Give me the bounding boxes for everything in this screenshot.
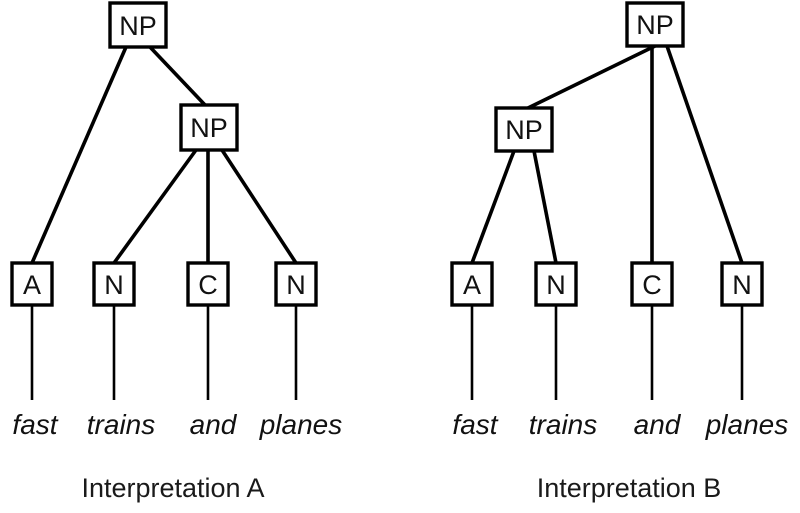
node-box-b-c bbox=[630, 261, 674, 307]
tree-edge-a-np-sub-to-a-n2 bbox=[220, 149, 298, 264]
tree-node-a-np-sub[interactable]: NP bbox=[179, 103, 239, 152]
terminal-word-a-word-trains: trains bbox=[87, 409, 155, 440]
node-label-a-n1: N bbox=[104, 270, 124, 300]
node-box-b-n1 bbox=[534, 261, 578, 307]
node-label-a-a: A bbox=[23, 270, 41, 300]
terminal-word-b-word-planes: planes bbox=[705, 409, 789, 440]
node-box-a-np-sub bbox=[179, 103, 239, 152]
tree-edge-a-np-sub-to-a-n1 bbox=[112, 148, 198, 265]
tree-node-b-n2[interactable]: N bbox=[720, 261, 764, 307]
node-box-b-n2 bbox=[720, 261, 764, 307]
node-label-b-np-sub: NP bbox=[505, 115, 543, 145]
node-box-b-a bbox=[450, 261, 494, 307]
tree-edge-b-np-root-to-b-np-sub bbox=[527, 44, 656, 110]
node-box-a-n1 bbox=[92, 261, 136, 307]
tree-edge-a-np-root-to-a-a bbox=[30, 46, 128, 264]
tree-node-a-c[interactable]: C bbox=[186, 261, 230, 307]
tree-edge-a-np-root-to-a-np-sub bbox=[148, 45, 207, 107]
node-label-b-n2: N bbox=[732, 270, 752, 300]
caption-interpretation-b: Interpretation B bbox=[537, 473, 722, 503]
node-label-a-np-root: NP bbox=[119, 11, 157, 41]
node-label-a-n2: N bbox=[286, 270, 306, 300]
tree-node-b-a[interactable]: A bbox=[450, 261, 494, 307]
terminal-word-a-word-fast: fast bbox=[12, 409, 58, 440]
node-label-a-c: C bbox=[198, 270, 218, 300]
node-box-a-a bbox=[10, 261, 54, 307]
node-label-b-a: A bbox=[463, 270, 481, 300]
node-box-a-c bbox=[186, 261, 230, 307]
node-box-a-n2 bbox=[274, 261, 318, 307]
node-label-b-np-root: NP bbox=[636, 10, 674, 40]
tree-node-a-n2[interactable]: N bbox=[274, 261, 318, 307]
terminal-word-a-word-and: and bbox=[190, 409, 238, 440]
tree-node-a-a[interactable]: A bbox=[10, 261, 54, 307]
tree-edge-b-np-sub-to-b-n1 bbox=[532, 150, 558, 264]
tree-node-b-n1[interactable]: N bbox=[534, 261, 578, 307]
terminal-word-a-word-planes: planes bbox=[259, 409, 343, 440]
node-label-b-c: C bbox=[642, 270, 662, 300]
tree-edge-b-np-sub-to-b-a bbox=[470, 150, 516, 264]
node-box-b-np-sub bbox=[494, 106, 554, 153]
node-label-a-np-sub: NP bbox=[190, 113, 228, 143]
node-box-a-np-root bbox=[108, 1, 168, 49]
node-label-b-n1: N bbox=[546, 270, 566, 300]
tree-node-a-n1[interactable]: N bbox=[92, 261, 136, 307]
terminal-word-b-word-and: and bbox=[634, 409, 682, 440]
terminal-word-b-word-fast: fast bbox=[452, 409, 498, 440]
tree-node-b-c[interactable]: C bbox=[630, 261, 674, 307]
tree-node-a-np-root[interactable]: NP bbox=[108, 1, 168, 49]
caption-interpretation-a: Interpretation A bbox=[81, 473, 264, 503]
node-box-b-np-root bbox=[625, 1, 685, 48]
terminal-word-b-word-trains: trains bbox=[529, 409, 597, 440]
tree-node-b-np-sub[interactable]: NP bbox=[494, 106, 554, 153]
tree-edge-b-np-root-to-b-n2 bbox=[665, 45, 744, 264]
tree-node-b-np-root[interactable]: NP bbox=[625, 1, 685, 48]
